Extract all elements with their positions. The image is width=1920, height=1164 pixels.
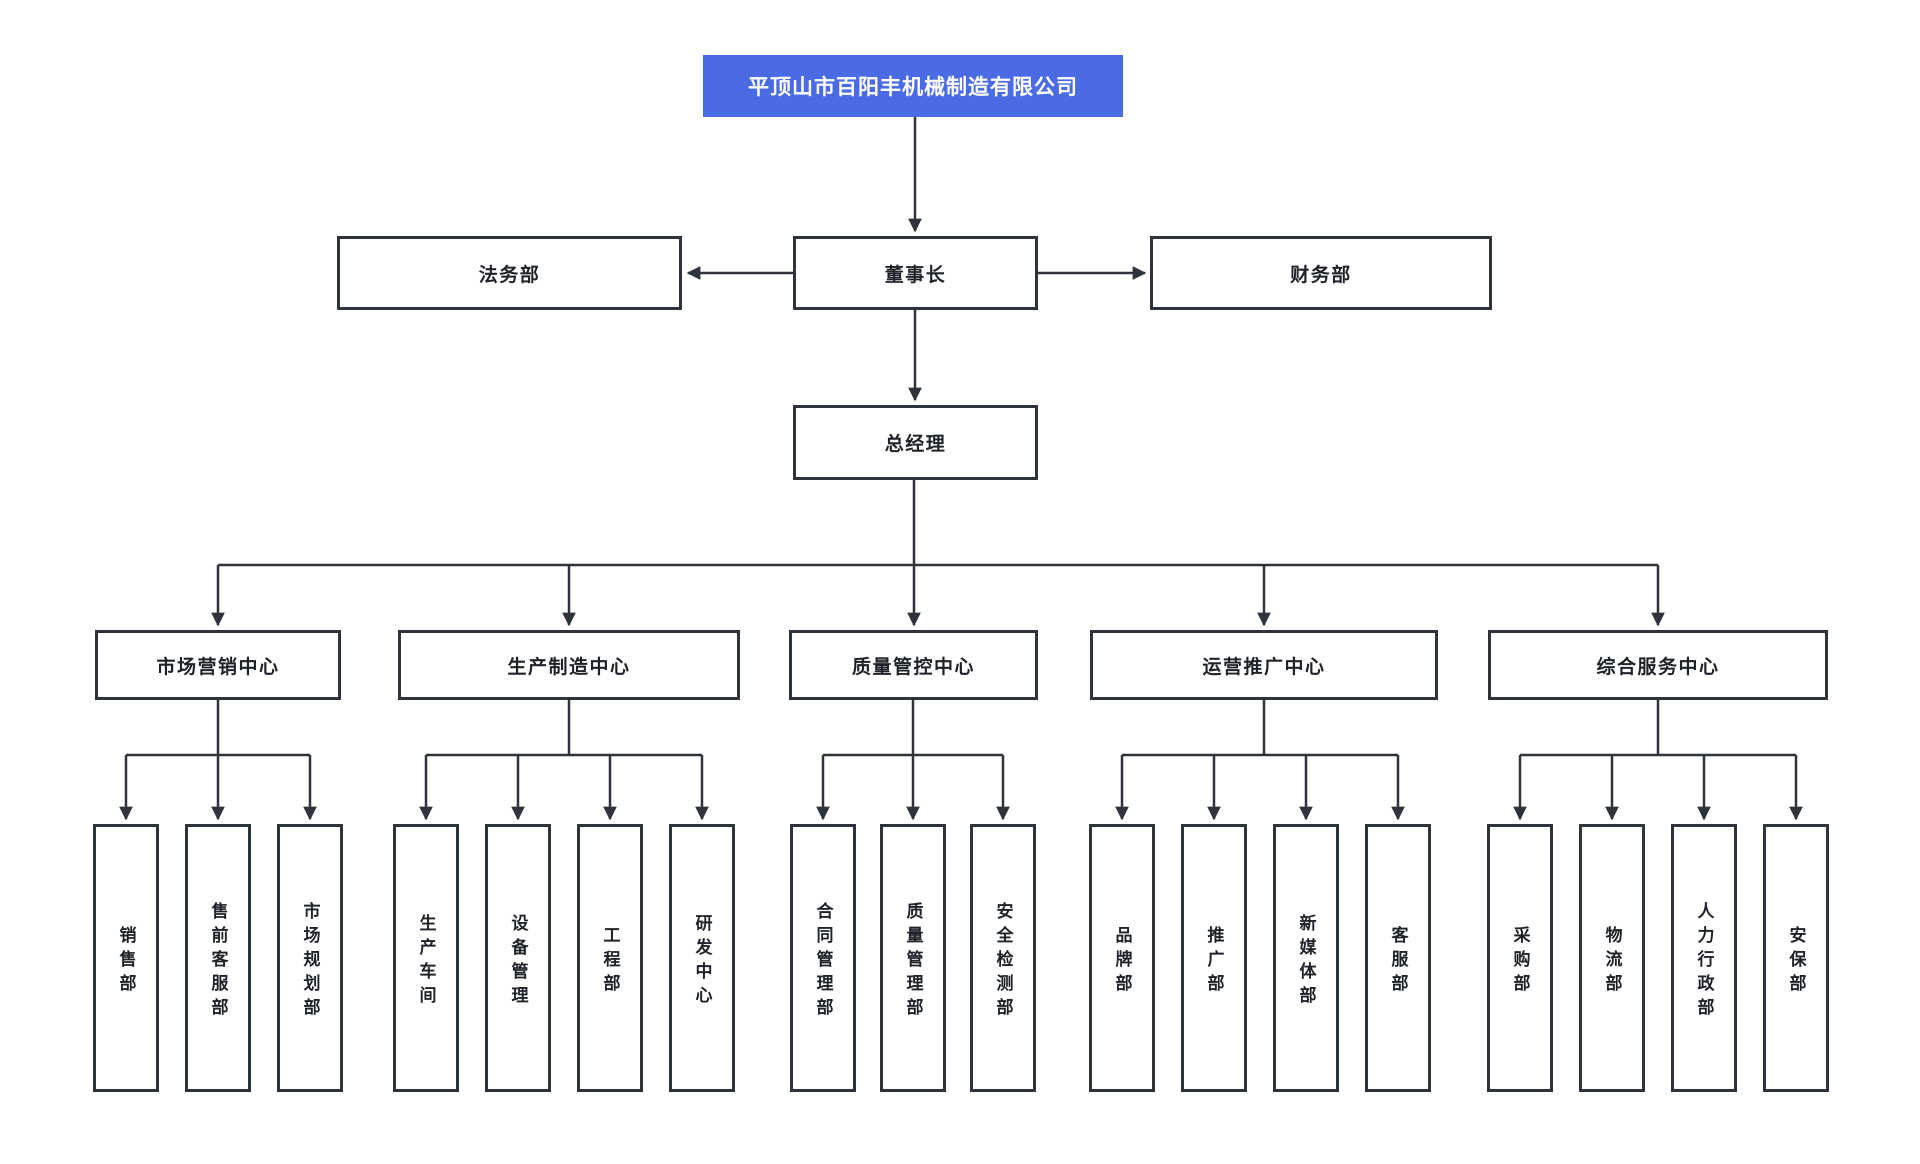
node-center-services: 综合服务中心: [1488, 630, 1828, 700]
node-center-operations: 运营推广中心: [1090, 630, 1438, 700]
node-dept-hr-admin: 人力行政部: [1671, 824, 1737, 1092]
node-dept-quality-mgmt: 质量管理部: [880, 824, 946, 1092]
node-general-manager: 总经理: [793, 405, 1038, 480]
node-dept-contract-mgmt: 合同管理部: [790, 824, 856, 1092]
node-dept-sales: 销售部: [93, 824, 159, 1092]
node-dept-logistics: 物流部: [1579, 824, 1645, 1092]
node-dept-engineering: 工程部: [577, 824, 643, 1092]
node-dept-customer-service: 客服部: [1365, 824, 1431, 1092]
node-dept-safety-inspection: 安全检测部: [970, 824, 1036, 1092]
node-dept-promotion: 推广部: [1181, 824, 1247, 1092]
node-center-production: 生产制造中心: [398, 630, 740, 700]
node-dept-production-workshop: 生产车间: [393, 824, 459, 1092]
node-center-marketing: 市场营销中心: [95, 630, 341, 700]
node-chairman: 董事长: [793, 236, 1038, 310]
node-dept-presales-service: 售前客服部: [185, 824, 251, 1092]
node-center-quality: 质量管控中心: [789, 630, 1038, 700]
node-dept-procurement: 采购部: [1487, 824, 1553, 1092]
node-dept-brand: 品牌部: [1089, 824, 1155, 1092]
company-title-node: 平顶山市百阳丰机械制造有限公司: [703, 55, 1123, 117]
node-legal-dept: 法务部: [337, 236, 682, 310]
node-dept-new-media: 新媒体部: [1273, 824, 1339, 1092]
node-dept-rnd-center: 研发中心: [669, 824, 735, 1092]
node-dept-security: 安保部: [1763, 824, 1829, 1092]
node-finance-dept: 财务部: [1150, 236, 1492, 310]
node-dept-equipment-mgmt: 设备管理: [485, 824, 551, 1092]
node-dept-market-planning: 市场规划部: [277, 824, 343, 1092]
